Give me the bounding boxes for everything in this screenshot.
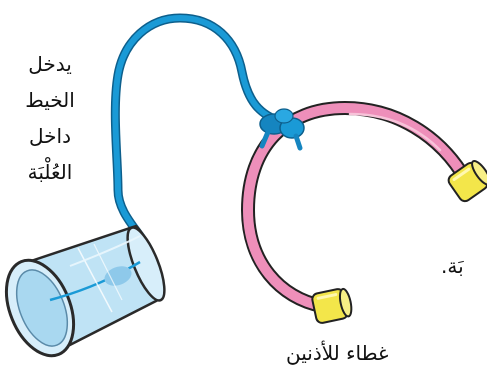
ear-cover-label: غطاء للأذنين <box>286 340 388 366</box>
string-outline <box>115 18 282 262</box>
thread-label-line-2: الخيط <box>24 82 76 118</box>
ear-tube <box>248 108 466 306</box>
thread-label: يدخل الخيط داخل العُلْبَة <box>24 46 76 190</box>
thread-label-line-4: العُلْبَة <box>24 154 76 190</box>
string <box>115 18 282 262</box>
thread-label-line-3: داخل <box>24 118 76 154</box>
plastic-cup-icon <box>0 223 172 365</box>
ear-cap-bottom-icon <box>311 287 353 324</box>
cutoff-label: بَة. <box>441 253 464 279</box>
string-body <box>115 18 282 262</box>
thread-label-line-1: يدخل <box>24 46 76 82</box>
